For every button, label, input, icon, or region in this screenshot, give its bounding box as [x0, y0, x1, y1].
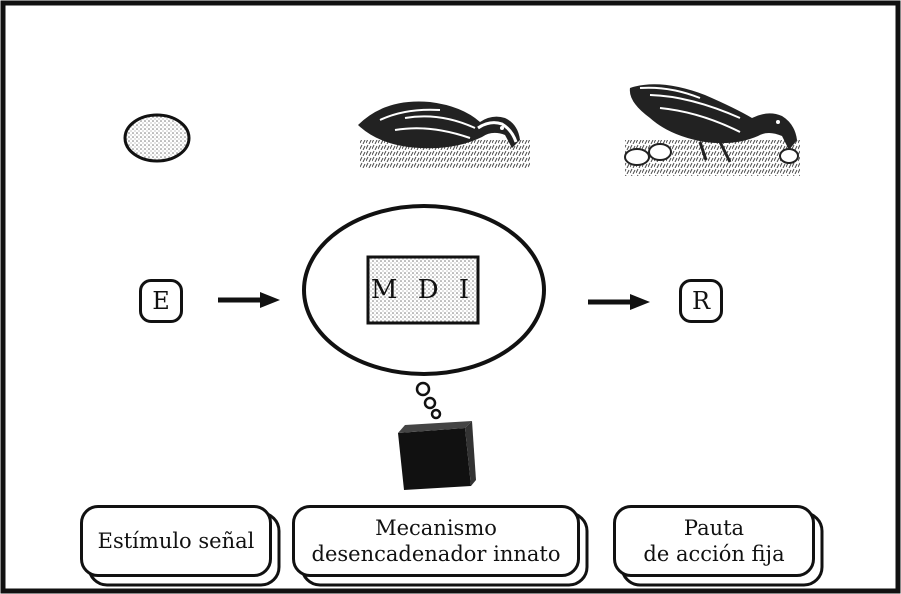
card-mechanism-line-1: Mecanismo: [375, 516, 497, 540]
response-node-r: R: [679, 279, 723, 323]
card-mechanism: Mecanismo desencadenador innato: [292, 505, 580, 577]
card-response: Pauta de acción fija: [613, 505, 815, 577]
card-mechanism-line-2: desencadenador innato: [311, 542, 561, 566]
card-stimulus: Estímulo señal: [80, 505, 272, 577]
egg-illustration: [123, 113, 191, 163]
stimulus-node-e: E: [139, 279, 183, 323]
thought-bubbles: [415, 381, 442, 420]
mdi-label: M D I: [370, 275, 476, 305]
arrow-mdi-to-r: [588, 294, 650, 310]
card-stimulus-line-1: Estímulo señal: [97, 529, 255, 553]
card-response-line-2: de acción fija: [643, 542, 785, 566]
black-box-icon: [398, 421, 476, 490]
card-response-line-1: Pauta: [683, 516, 745, 540]
goose-rolling-egg-illustration: [624, 84, 800, 176]
goose-reaching-illustration: [358, 101, 530, 168]
arrow-e-to-mdi: [218, 292, 280, 308]
mdi-box: [366, 255, 480, 325]
